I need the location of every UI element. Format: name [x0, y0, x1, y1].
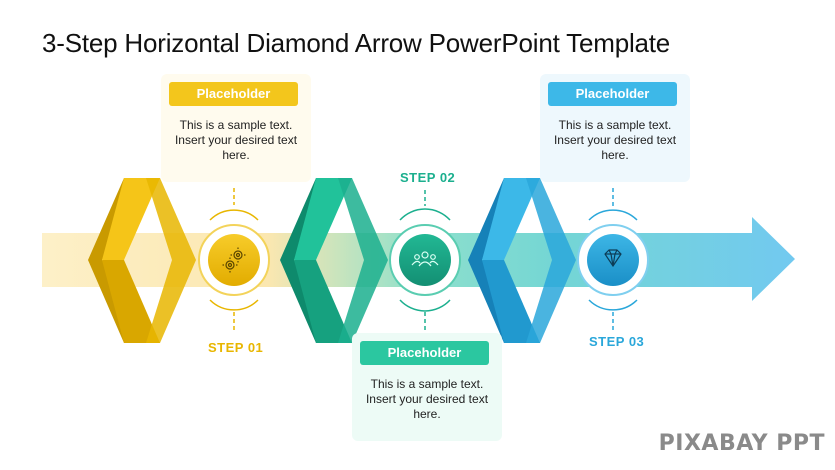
- step-03-card: Placeholder This is a sample text. Inser…: [540, 74, 690, 182]
- diamond-chevron-2: [280, 178, 388, 343]
- step-03-card-heading: Placeholder: [548, 82, 677, 106]
- step-01-card: Placeholder This is a sample text. Inser…: [161, 74, 311, 182]
- gears-icon: [222, 247, 246, 273]
- diamond-chevron-1: [88, 178, 196, 343]
- step-03-card-text: This is a sample text. Insert your desir…: [553, 118, 677, 162]
- pixabay-watermark: PIXABAY PPT: [658, 431, 825, 456]
- step-01-circle: [198, 209, 270, 311]
- step-02-card-heading: Placeholder: [360, 341, 489, 365]
- diamond-chevron-3: [468, 178, 576, 343]
- people-icon: [411, 251, 439, 267]
- step-03-label: STEP 03: [589, 334, 645, 349]
- step-01-card-text: This is a sample text. Insert your desir…: [174, 118, 298, 162]
- step-02-card: Placeholder This is a sample text. Inser…: [352, 333, 502, 441]
- step-01-label: STEP 01: [208, 340, 264, 355]
- step-02-circle: [389, 208, 461, 312]
- slide-title: 3-Step Horizontal Diamond Arrow PowerPoi…: [42, 28, 671, 58]
- step-03-circle: [577, 209, 649, 311]
- step-01-card-heading: Placeholder: [169, 82, 298, 106]
- diamond-icon: [604, 249, 622, 267]
- step-02-card-text: This is a sample text. Insert your desir…: [365, 377, 489, 421]
- step-02-label: STEP 02: [400, 170, 456, 185]
